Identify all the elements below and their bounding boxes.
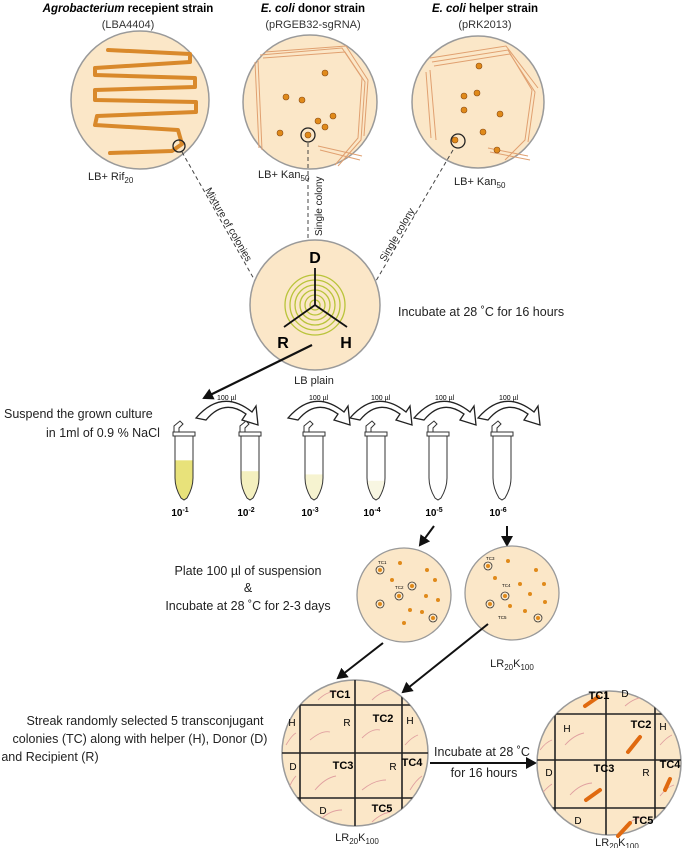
recipient-title: Agrobacterium recepient strain [42, 3, 214, 15]
dilution-tube: 10-1 [171, 420, 196, 519]
tc-label: TC5 [498, 615, 507, 620]
grid-label: TC2 [631, 719, 652, 731]
recipient-plate [70, 30, 210, 170]
single-colony-label-donor: Single colony [314, 177, 325, 236]
grid-label: TC3 [594, 763, 615, 775]
single-colony-label-helper: Single colony [378, 206, 417, 263]
streak-medium-label-2: LR20K100 [595, 837, 639, 848]
grid-label: H [563, 724, 570, 735]
helper-title: E. coli helper strain [432, 3, 538, 15]
plating-text-2: & [244, 581, 253, 595]
grid-label: D [289, 762, 296, 773]
streak-plate-2: TC1 TC2 TC3 TC4 TC5 H D H D R D [536, 689, 682, 838]
picked-colony-circle [300, 127, 316, 143]
transfer-arrow [476, 400, 541, 426]
donor-title: E. coli donor strain [261, 3, 365, 15]
grid-label: TC1 [330, 689, 351, 701]
grid-label: D [621, 689, 628, 700]
dilution-tube: 10-3 [301, 420, 326, 519]
grid-label: TC5 [372, 803, 393, 815]
helper-plate [411, 35, 545, 169]
dilution-label: 10-4 [363, 507, 380, 519]
grid-label: TC1 [589, 690, 610, 702]
helper-subtitle: (pRK2013) [458, 19, 511, 31]
transfer-volume: 100 µl [371, 395, 391, 402]
incubate2-text-1: Incubate at 28 ˚C [434, 745, 530, 759]
grid-label: D [545, 768, 552, 779]
grid-label: TC2 [373, 713, 394, 725]
mixture-arrow [181, 151, 280, 325]
tc-label: TC1 [378, 560, 387, 565]
tc-label: TC2 [395, 585, 404, 590]
recipient-medium: LB+ Rif20 [88, 171, 134, 185]
dilution-tube: 10-4 [363, 420, 388, 519]
recipient-streak [93, 48, 198, 155]
to-tubes-arrow [202, 344, 313, 400]
dilution-label: 10-2 [237, 507, 254, 519]
streak-text-2: colonies (TC) along with helper (H), Don… [13, 732, 268, 746]
transfer-volume: 100 µl [309, 395, 329, 402]
donor-plate [242, 34, 378, 170]
mixture-label: Mixture of colonies [202, 186, 253, 264]
to-plate-arrow-1 [418, 525, 435, 547]
dilution-tube: 10-2 [237, 420, 262, 519]
transfer-volume: 100 µl [499, 395, 519, 402]
streak-plate-1: TC1 TC2 TC3 TC4 TC5 H R H D R D [281, 679, 429, 827]
transfer-arrow [412, 400, 477, 426]
transfer-arrow [194, 400, 259, 426]
selection-medium-label: LR20K100 [490, 658, 534, 672]
transfer-arrow [286, 400, 351, 426]
grid-label: TC5 [633, 815, 654, 827]
mating-label-h: H [340, 335, 352, 352]
dilution-series: 100 µl 100 µl 100 µl 100 µl 100 µl 10-1 1… [171, 395, 541, 519]
grid-label: D [319, 806, 326, 817]
tc-label: TC3 [486, 556, 495, 561]
helper-medium: LB+ Kan50 [454, 176, 506, 190]
to-streak-arrow-2 [401, 623, 489, 694]
recipient-subtitle: (LBA4404) [102, 19, 155, 31]
plating-text-1: Plate 100 µl of suspension [175, 564, 322, 578]
mating-incubate-text: Incubate at 28 ˚C for 16 hours [398, 305, 564, 319]
selection-plate-2: TC3 TC4 TC5 [464, 545, 560, 641]
picked-colonies-circle [172, 139, 186, 153]
grid-label: R [642, 768, 649, 779]
picked-colony-circle [450, 133, 466, 149]
mating-label-d: D [309, 250, 321, 267]
grid-label: D [574, 816, 581, 827]
grid-label: TC4 [402, 757, 424, 769]
grid-label: TC4 [660, 759, 682, 771]
mating-plate [249, 239, 381, 371]
streak-medium-label-1: LR20K100 [335, 832, 379, 846]
transfer-arrow [348, 400, 413, 426]
tc-label: TC4 [502, 583, 511, 588]
suspend-text-1: Suspend the grown culture [4, 407, 153, 421]
mating-label-r: R [277, 335, 289, 352]
dilution-label: 10-5 [425, 507, 442, 519]
dilution-label: 10-1 [171, 507, 188, 519]
grid-label: R [389, 762, 396, 773]
dilution-tube: 10-6 [489, 420, 514, 519]
grid-label: R [343, 718, 350, 729]
grid-label: H [406, 716, 413, 727]
transfer-volume: 100 µl [217, 395, 237, 402]
dilution-label: 10-3 [301, 507, 318, 519]
selection-plate-1: TC1 TC2 [356, 547, 452, 643]
suspend-text-2: in 1ml of 0.9 % NaCl [46, 426, 160, 440]
streak-text-1: Streak randomly selected 5 transconjugan… [27, 714, 264, 728]
dilution-tube: 10-5 [425, 420, 450, 519]
grid-label: H [288, 718, 295, 729]
incubate2-text-2: for 16 hours [451, 766, 518, 780]
transfer-volume: 100 µl [435, 395, 455, 402]
streak-text-3: and Recipient (R) [1, 750, 98, 764]
grid-label: TC3 [333, 760, 354, 772]
to-streak-arrow-1 [336, 642, 384, 680]
mating-plate-medium: LB plain [294, 375, 334, 387]
donor-medium: LB+ Kan50 [258, 169, 310, 183]
grid-label: H [659, 722, 666, 733]
plating-text-3: Incubate at 28 ˚C for 2-3 days [165, 599, 330, 613]
donor-subtitle: (pRGEB32-sgRNA) [265, 19, 360, 31]
dilution-label: 10-6 [489, 507, 506, 519]
